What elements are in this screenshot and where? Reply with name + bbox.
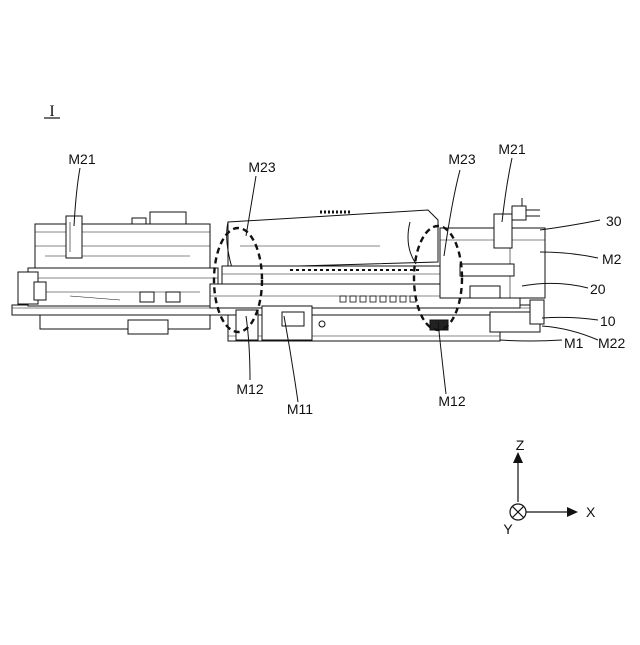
label-m2: M2 — [602, 251, 622, 267]
label-m21-left: M21 — [68, 151, 95, 167]
label-m12-left: M12 — [236, 381, 263, 397]
label-m12-right: M12 — [438, 393, 465, 409]
figure-number: I — [44, 103, 60, 120]
left-housing — [18, 212, 218, 306]
label-20: 20 — [590, 281, 606, 297]
label-m1: M1 — [564, 335, 584, 351]
axis-x-label: X — [586, 504, 596, 520]
axis-y-label: Y — [503, 521, 513, 537]
label-30: 30 — [606, 213, 622, 229]
upper-cover-m23 — [227, 210, 438, 268]
label-m22: M22 — [598, 335, 625, 351]
center-block-m11 — [236, 306, 325, 340]
label-m23-right: M23 — [448, 151, 475, 167]
assembly-drawing — [12, 198, 545, 341]
axis-z-label: Z — [516, 437, 525, 453]
label-m23-left: M23 — [248, 159, 275, 175]
label-10: 10 — [600, 313, 616, 329]
label-m11: M11 — [287, 401, 313, 417]
label-m21-right: M21 — [498, 141, 525, 157]
axis-indicator: Z X Y — [503, 437, 596, 537]
